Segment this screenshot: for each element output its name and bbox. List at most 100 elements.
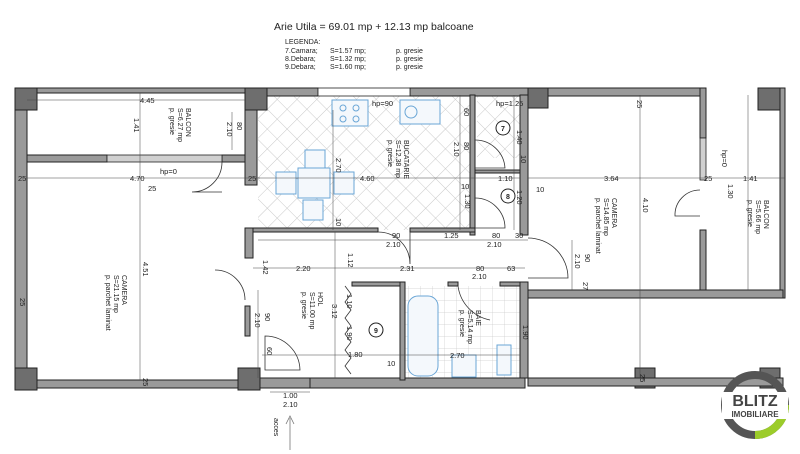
bathtub-icon xyxy=(407,295,439,377)
dimension-label: 1.41 xyxy=(132,118,141,133)
svg-text:BALCON: BALCON xyxy=(762,200,769,229)
dimension-label: 1.20 xyxy=(515,190,524,205)
svg-text:S=21.15 mp: S=21.15 mp xyxy=(112,275,119,313)
dimension-label: 25 xyxy=(704,174,712,183)
chair-icon xyxy=(275,171,297,195)
dimension-label: 30 xyxy=(515,231,523,240)
legend-area: S=1.60 mp; xyxy=(330,64,366,71)
dimension-label: 25 xyxy=(148,184,156,193)
dimension-label: 10 xyxy=(387,359,395,368)
room-label-balcon-left: BALCON S=6.27 mp p. gresie xyxy=(168,108,191,142)
svg-text:9: 9 xyxy=(374,328,378,335)
dimension-label: hp=0 xyxy=(160,167,177,176)
dimension-label: 4.10 xyxy=(641,198,650,213)
dimension-lines xyxy=(27,93,785,393)
room-label-camera-left: CAMERA S=21.15 mp p. parchet laminat xyxy=(104,275,127,331)
dimension-label: 10 xyxy=(519,155,528,163)
dimension-label: 1.80 xyxy=(348,350,363,359)
room-marker-9: 9 xyxy=(368,322,384,338)
svg-text:S=12.38 mp: S=12.38 mp xyxy=(394,140,401,178)
bottom-wall xyxy=(527,377,784,387)
dimension-label: 10 xyxy=(334,218,343,226)
dimension-label: 1.25 xyxy=(444,231,459,240)
legend-name: 7.Camara; xyxy=(285,48,318,55)
dimension-label: 4.60 xyxy=(360,174,375,183)
entrance-threshold xyxy=(259,377,311,389)
svg-text:IMOBILIARE: IMOBILIARE xyxy=(731,410,779,419)
legend-floor: p. gresie xyxy=(396,48,423,55)
doors xyxy=(191,139,701,371)
dimension-label: hp=0 xyxy=(720,150,729,167)
toilet-icon xyxy=(496,344,512,376)
svg-text:HOL: HOL xyxy=(316,292,323,307)
svg-text:CAMERA: CAMERA xyxy=(610,198,617,228)
dimension-label: 80 xyxy=(462,142,471,150)
svg-text:S=14.85 mp: S=14.85 mp xyxy=(602,198,609,236)
dimension-label: 27 xyxy=(581,282,590,290)
svg-text:p. gresie: p. gresie xyxy=(168,108,175,135)
dimension-label: 4.70 xyxy=(130,174,145,183)
dimension-label: 1.00 xyxy=(283,391,298,400)
svg-text:BAIE: BAIE xyxy=(474,310,481,326)
svg-text:BLITZ: BLITZ xyxy=(732,393,778,410)
dimension-label: hp=90 xyxy=(372,99,393,108)
dimension-label: 1.12 xyxy=(346,253,355,268)
legend: LEGENDA: 7.Camara; S=1.57 mp; p. gresie … xyxy=(285,39,423,71)
legend-name: 8.Debara; xyxy=(285,56,316,63)
dimension-label: 1.41 xyxy=(743,174,758,183)
dimension-label: 80 xyxy=(476,264,484,273)
room-label-camera-right: CAMERA S=14.85 mp p. parchet laminat xyxy=(594,198,617,254)
chair-icon xyxy=(304,149,326,171)
svg-text:p. gresie: p. gresie xyxy=(458,310,465,337)
svg-text:BUCATARIE: BUCATARIE xyxy=(402,140,409,179)
svg-text:p. parchet laminat: p. parchet laminat xyxy=(104,275,111,331)
dimension-label: 2.20 xyxy=(296,264,311,273)
legend-floor: p. gresie xyxy=(396,64,423,71)
svg-text:S=5.14 mp: S=5.14 mp xyxy=(466,310,473,344)
dimension-label: 1.40 xyxy=(515,130,524,145)
windows xyxy=(106,87,707,181)
svg-text:S=5.66 mp: S=5.66 mp xyxy=(754,200,761,234)
dimension-label: 1.42 xyxy=(261,260,270,275)
svg-text:S=6.27 mp: S=6.27 mp xyxy=(176,108,183,142)
dimension-label: 90 xyxy=(583,254,592,262)
dimension-label: 2.31 xyxy=(400,264,415,273)
dimension-label: 80 xyxy=(492,231,500,240)
dimension-label: 3.12 xyxy=(330,304,339,319)
dimension-label: 4.51 xyxy=(141,262,150,277)
legend-area: S=1.57 mp; xyxy=(330,48,366,55)
room-label-bucatarie: BUCATARIE S=12.38 mp p. gresie xyxy=(386,140,409,179)
dimension-label: 10 xyxy=(461,182,469,191)
dimension-label: 1.10 xyxy=(498,174,513,183)
svg-text:S=11.00 mp: S=11.00 mp xyxy=(308,292,315,330)
dimension-label: 1.90 xyxy=(345,326,354,341)
svg-text:p. gresie: p. gresie xyxy=(746,200,753,227)
dimension-label: 25 xyxy=(638,374,647,382)
svg-text:8: 8 xyxy=(506,194,510,201)
dimension-label: 1.30 xyxy=(463,194,472,209)
legend-title: LEGENDA: xyxy=(285,39,320,46)
chair-icon xyxy=(333,171,355,195)
dimension-label: 80 xyxy=(235,122,244,130)
dimension-label: 2.70 xyxy=(450,351,465,360)
room-label-baie: BAIE S=5.14 mp p. gresie xyxy=(458,310,481,344)
dimension-label: 2.10 xyxy=(225,122,234,137)
dimension-label: 3.64 xyxy=(604,174,619,183)
dimension-label: 90 xyxy=(263,313,272,321)
dimension-label: 60 xyxy=(462,108,471,116)
blitz-logo: BLITZ IMOBILIARE xyxy=(721,371,789,439)
chair-icon xyxy=(302,199,324,221)
legend-floor: p. gresie xyxy=(396,56,423,63)
svg-text:p. gresie: p. gresie xyxy=(300,292,307,319)
room-marker-8: 8 xyxy=(500,188,516,204)
bathroom-fixtures xyxy=(407,295,512,378)
room-label-balcon-right: BALCON S=5.66 mp p. gresie xyxy=(746,200,769,234)
dimension-label: 1.30 xyxy=(726,184,735,199)
dimension-label: 2.10 xyxy=(573,254,582,269)
svg-text:CAMERA: CAMERA xyxy=(120,275,127,305)
dimension-label: 1.10 xyxy=(345,294,354,309)
dimension-label: 1.90 xyxy=(521,325,530,340)
dimension-label: 25 xyxy=(248,174,256,183)
dimension-label: 2.10 xyxy=(386,240,401,249)
